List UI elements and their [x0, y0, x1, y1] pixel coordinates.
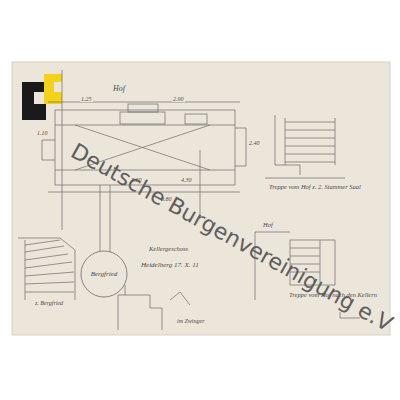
sketch-note: Heidelberg 17. X. 11 — [140, 262, 200, 269]
sketch-note: Hof — [112, 85, 126, 93]
node-text: Bergfried — [80, 270, 128, 278]
sketch-note: 4.30 — [180, 177, 193, 183]
tower-circle: Bergfried — [80, 250, 128, 298]
sketch-note: 1.25 — [80, 96, 93, 102]
sketch-note: z. Bergfried — [34, 300, 64, 306]
sketch-note: Treppe vom Hof z. 2. Stammer Saal — [268, 184, 362, 191]
logo — [22, 74, 62, 120]
sketch-note: Kellergeschoss — [148, 246, 189, 253]
sketch-note: 2.40 — [248, 140, 261, 146]
sketch-note: Hof — [262, 222, 274, 229]
sketch-note: 1.10 — [36, 130, 49, 136]
sketch-note: 2.90 — [172, 96, 185, 102]
sketch-note: im Zwinger — [176, 318, 206, 324]
